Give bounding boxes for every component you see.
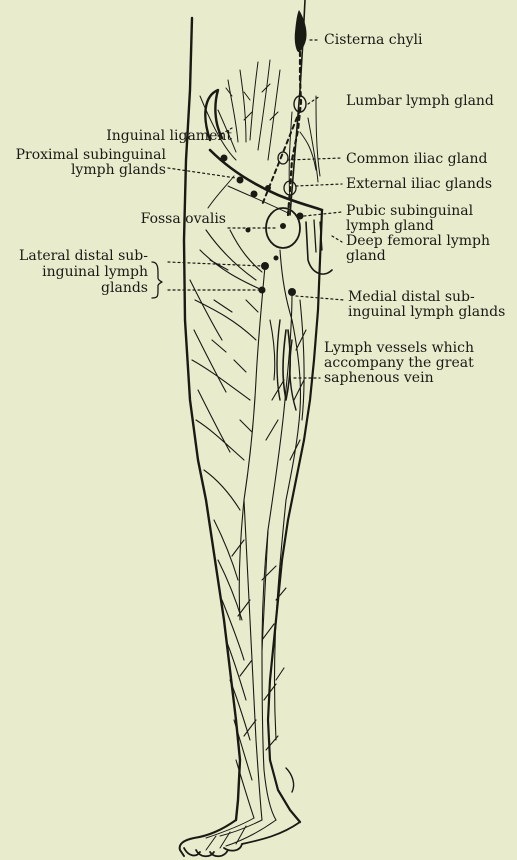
label-deep-femoral-1: Deep femoral lymph bbox=[346, 234, 490, 249]
label-deep-femoral-2: gland bbox=[346, 249, 386, 264]
label-lymph-vessels-2: accompany the great bbox=[324, 356, 474, 371]
lateral-bracket bbox=[152, 262, 162, 298]
saphenous-bundle bbox=[283, 330, 290, 400]
ankle-bone bbox=[286, 768, 294, 792]
label-lumbar-lymph-gland: Lumbar lymph gland bbox=[346, 94, 494, 109]
label-proximal-subinguinal-2: lymph glands bbox=[0, 163, 166, 178]
proximal-gland-2 bbox=[237, 177, 244, 184]
label-fossa-ovalis: Fossa ovalis bbox=[0, 212, 226, 227]
label-common-iliac-gland: Common iliac gland bbox=[346, 152, 487, 167]
label-lateral-distal-2: inguinal lymph bbox=[0, 265, 148, 280]
proximal-gland-3 bbox=[251, 191, 258, 198]
label-proximal-subinguinal-1: Proximal subinguinal bbox=[0, 148, 166, 163]
label-lymph-vessels-3: saphenous vein bbox=[324, 371, 434, 386]
label-lymph-vessels-1: Lymph vessels which bbox=[324, 341, 474, 356]
label-pubic-subinguinal-1: Pubic subinguinal bbox=[346, 204, 473, 219]
label-inguinal-ligament: Inguinal ligament bbox=[0, 129, 232, 144]
label-lateral-distal-3: glands bbox=[0, 281, 148, 296]
proximal-gland-1 bbox=[221, 155, 228, 162]
label-cisterna-chyli: Cisterna chyli bbox=[324, 33, 423, 48]
label-lateral-distal-1: Lateral distal sub- bbox=[0, 249, 148, 264]
lower-leg-network bbox=[214, 500, 286, 820]
toes bbox=[184, 844, 242, 856]
proximal-gland-4 bbox=[265, 185, 271, 191]
label-pubic-subinguinal-2: lymph gland bbox=[346, 219, 434, 234]
pubic-gland bbox=[297, 213, 304, 220]
label-medial-distal-2: inguinal lymph glands bbox=[348, 305, 505, 320]
common-iliac-gland bbox=[278, 152, 288, 164]
label-external-iliac-glands: External iliac glands bbox=[346, 177, 492, 192]
label-medial-distal-1: Medial distal sub- bbox=[348, 290, 475, 305]
fossa-gland bbox=[280, 223, 286, 229]
